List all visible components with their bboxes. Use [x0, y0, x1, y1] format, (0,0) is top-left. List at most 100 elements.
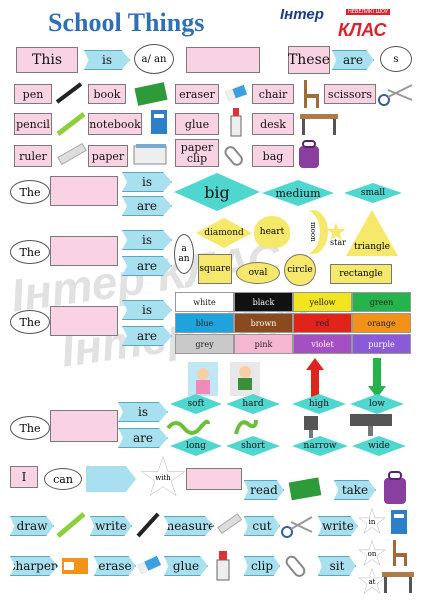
- chair-icon-2: [393, 540, 407, 566]
- the-bubble-3: The: [10, 310, 50, 334]
- scissors-icon: [378, 84, 413, 106]
- take-bag-icon: [384, 471, 406, 504]
- cut-arrow: cut: [244, 516, 280, 536]
- color-blue: blue: [175, 313, 234, 333]
- erase-arrow: erase: [94, 556, 136, 576]
- high-diamond: high: [292, 394, 346, 414]
- color-pink: pink: [234, 334, 293, 354]
- blank-card-3: [50, 306, 118, 336]
- noun-pen: pen: [14, 84, 52, 104]
- the-bubble-2: The: [10, 240, 50, 264]
- blank-card-1: [50, 176, 118, 206]
- read-arrow: read: [244, 480, 284, 500]
- glue-icon-2: [216, 551, 230, 581]
- narrow-brush-icon: [304, 416, 318, 438]
- is-arrow-3: is: [122, 300, 172, 320]
- color-orange: orange: [352, 313, 411, 333]
- clip-paperclip-icon: [285, 555, 306, 577]
- page-title: School Things: [48, 8, 205, 37]
- write-arrow: write: [90, 516, 132, 536]
- arrow-down-icon: [368, 358, 386, 398]
- pencil-icon: [56, 112, 86, 136]
- low-diamond: low: [350, 394, 404, 414]
- noun-chair: chair: [252, 84, 294, 104]
- snake-icon: [166, 419, 210, 435]
- an-label: an: [178, 254, 190, 264]
- noun-ruler: ruler: [14, 145, 52, 167]
- color-violet: violet: [293, 334, 352, 354]
- these-card: These: [288, 46, 330, 74]
- write-pen-icon: [136, 512, 160, 538]
- wide-diamond: wide: [352, 436, 406, 456]
- a-an-bubble: a/ an: [134, 44, 174, 74]
- color-grey: grey: [175, 334, 234, 354]
- desk-icon-2: [382, 572, 414, 593]
- can-arrow: [86, 466, 136, 492]
- shape-heart: heart: [254, 216, 290, 248]
- ruler-icon: [57, 142, 87, 166]
- shape-moon: moon: [298, 210, 328, 254]
- book-icon: [134, 82, 168, 106]
- take-arrow: take: [334, 480, 376, 500]
- bag-icon: [299, 140, 319, 168]
- paper-clip-icon: [224, 146, 243, 166]
- blank-card-2: [50, 236, 118, 266]
- color-yellow: yellow: [293, 292, 352, 312]
- are-arrow: are: [332, 50, 374, 70]
- shape-square: square: [198, 254, 232, 284]
- soft-diamond: soft: [170, 394, 222, 414]
- chair-icon: [304, 80, 319, 108]
- logo-line1: Інтер: [280, 6, 324, 23]
- wide-brush-icon: [350, 414, 392, 436]
- noun-paper: paper: [88, 145, 128, 167]
- shape-triangle: triangle: [346, 210, 398, 256]
- on-star: on: [359, 541, 385, 565]
- paper-icon: [133, 144, 167, 165]
- chair-child-icon: [230, 362, 260, 396]
- sharpener-icon: [62, 558, 88, 574]
- blank-card-5: [186, 468, 242, 490]
- noun-scissors: scissors: [324, 84, 376, 104]
- are-arrow-4: are: [118, 428, 168, 448]
- glue-arrow: glue: [164, 556, 208, 576]
- shape-oval: oval: [236, 262, 280, 284]
- write-arrow-2: write: [318, 516, 358, 536]
- logo-line2: КЛАС: [338, 20, 387, 40]
- noun-book: book: [88, 84, 126, 104]
- is-arrow-2: is: [122, 230, 172, 250]
- logo-sub: НЕВЕЛИКІ ШОУ: [346, 9, 390, 15]
- desk-icon: [300, 114, 338, 135]
- long-diamond: long: [170, 436, 222, 456]
- blank-card-4: [50, 410, 118, 442]
- color-black: black: [234, 292, 293, 312]
- sit-arrow: sit: [318, 556, 356, 576]
- read-book-icon: [288, 477, 322, 501]
- shape-rectangle: rectangle: [330, 264, 392, 284]
- color-brown: brown: [234, 313, 293, 333]
- erase-eraser-icon: [136, 555, 162, 575]
- are-arrow-3: are: [122, 326, 172, 346]
- notebook-icon-2: [391, 510, 407, 534]
- with-star: with: [141, 457, 185, 496]
- noun-paper-clip: paper clip: [175, 139, 219, 167]
- a-label: a: [181, 244, 187, 254]
- the-bubble-4: The: [10, 416, 50, 440]
- noun-bag: bag: [252, 145, 294, 167]
- noun-glue: glue: [175, 113, 219, 135]
- cut-scissors-icon: [281, 516, 313, 538]
- eraser-icon: [224, 84, 248, 102]
- noun-eraser: eraser: [175, 84, 219, 104]
- noun-pencil: pencil: [14, 113, 52, 135]
- narrow-diamond: narrow: [292, 436, 348, 456]
- notebook-icon: [151, 110, 167, 134]
- are-arrow-1: are: [122, 196, 172, 216]
- hard-diamond: hard: [226, 394, 280, 414]
- arrow-up-icon: [306, 358, 324, 398]
- short-diamond: short: [226, 436, 280, 456]
- measure-ruler-icon: [217, 513, 243, 535]
- the-bubble-1: The: [10, 180, 50, 204]
- small-diamond: small: [344, 183, 402, 203]
- logo: Інтер НЕВЕЛИКІ ШОУ КЛАС: [280, 6, 414, 40]
